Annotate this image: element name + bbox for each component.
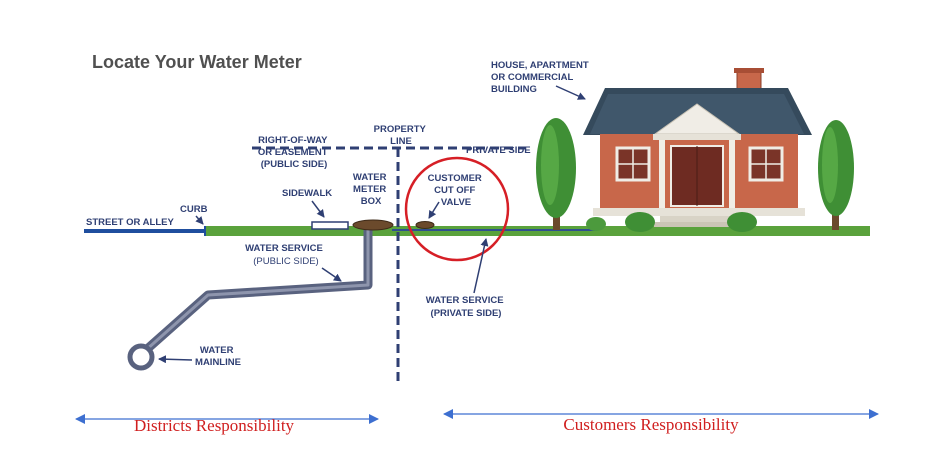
label-service-private: WATER SERVICE (PRIVATE SIDE) <box>426 295 506 319</box>
diagram-title: Locate Your Water Meter <box>92 52 302 72</box>
mainline-leader <box>158 355 193 364</box>
customer-responsibility-label: Customers Responsibility <box>563 415 739 434</box>
label-service-public: WATER SERVICE (PUBLIC SIDE) <box>245 238 327 267</box>
label-water-mainline: WATER MAINLINE <box>195 345 241 368</box>
water-mainline-icon <box>127 343 155 371</box>
cutoff-valve-highlight <box>404 156 510 262</box>
tree-right <box>818 120 854 230</box>
water-meter-box-icon <box>352 219 394 231</box>
label-cutoff-valve: CUSTOMER CUT OFF VALVE <box>428 173 485 208</box>
cutoff-valve-icon <box>415 221 435 229</box>
label-sidewalk: SIDEWALK <box>282 188 332 199</box>
sidewalk-slab <box>311 221 349 230</box>
house-leader <box>555 85 586 100</box>
label-curb: CURB <box>180 204 208 215</box>
label-property-line: PROPERTY LINE <box>374 124 429 147</box>
bushes <box>586 212 757 232</box>
house-icon <box>583 68 812 227</box>
sidewalk-leader <box>311 200 325 218</box>
cutoff-valve-leader <box>428 201 440 219</box>
label-house: HOUSE, APARTMENT OR COMMERCIAL BUILDING <box>491 60 591 95</box>
district-responsibility-label: Districts Responsibility <box>134 416 295 435</box>
curb-leader <box>195 215 204 225</box>
label-water-meter-box: WATER METER BOX <box>353 172 389 207</box>
label-street: STREET OR ALLEY <box>86 217 174 228</box>
label-right-of-way: RIGHT-OF-WAY OR EASEMENT (PUBLIC SIDE) <box>258 135 330 170</box>
service-private-leader <box>473 238 489 294</box>
street-surface <box>84 229 206 233</box>
service-public-leader <box>321 267 342 282</box>
label-private-side: PRIVATE SIDE <box>466 145 531 156</box>
tree-left <box>536 118 576 230</box>
